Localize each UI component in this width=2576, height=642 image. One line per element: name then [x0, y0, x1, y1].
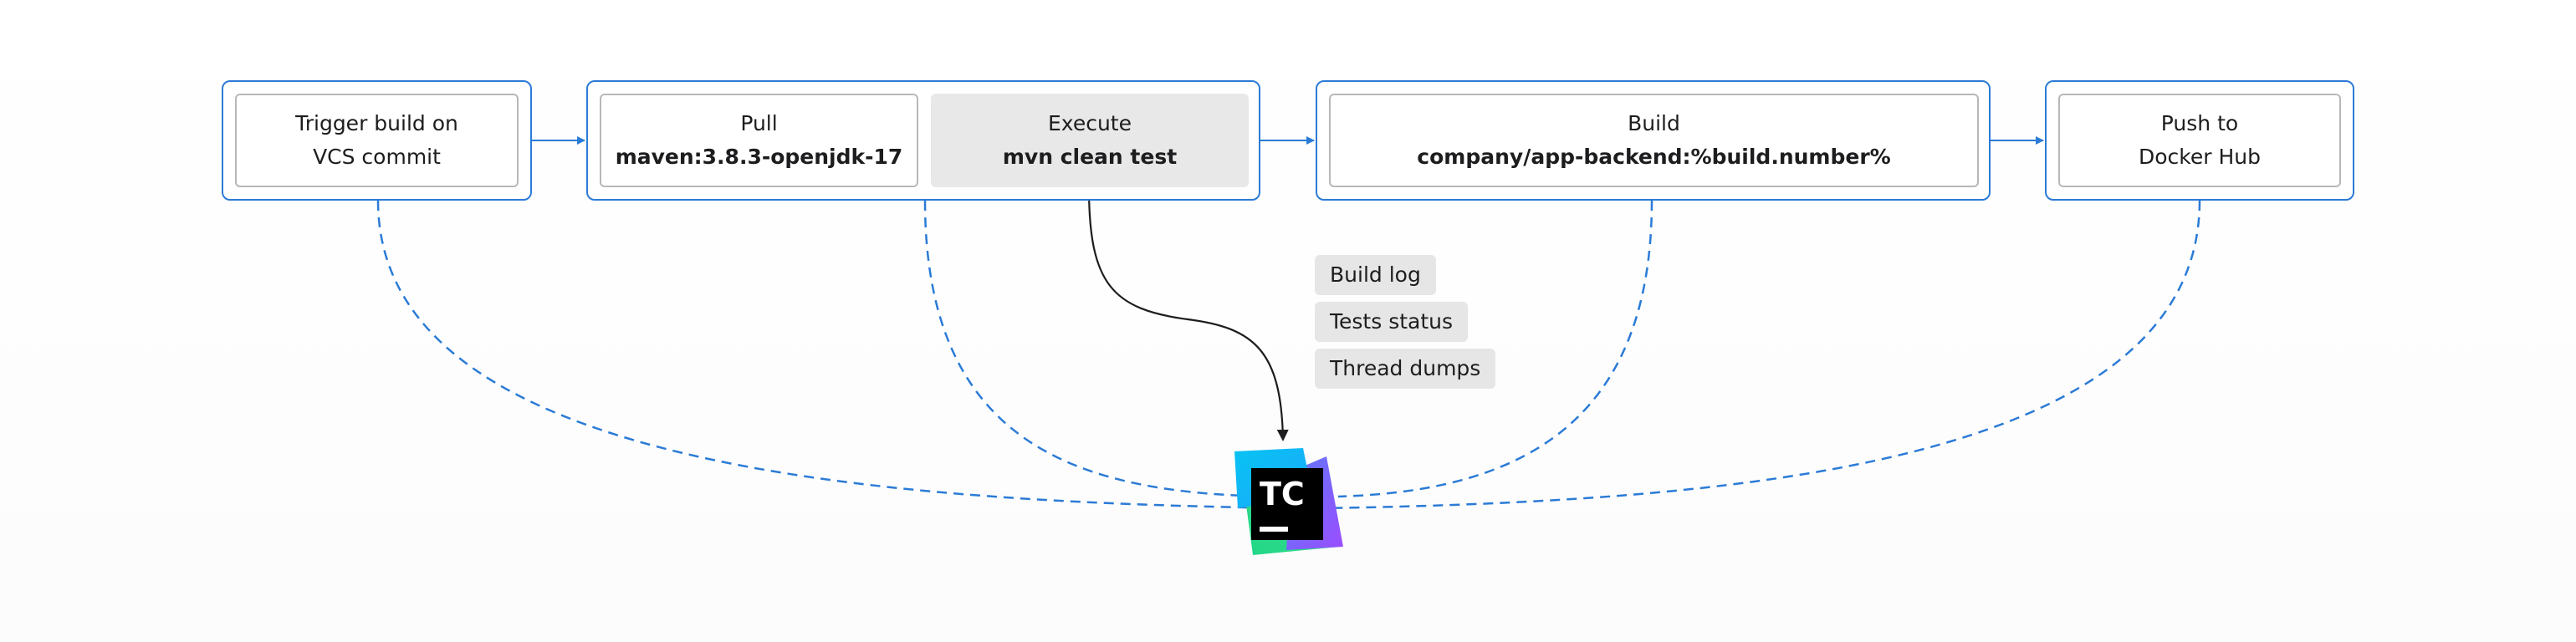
push-line1: Push to: [2160, 111, 2239, 135]
tag-thread-dumps: Thread dumps: [1315, 349, 1496, 389]
pull-title: Pull: [740, 111, 778, 135]
tag-tests-status: Tests status: [1315, 302, 1469, 342]
dashed-link-pull: [923, 200, 1272, 498]
push-group: Push to Docker Hub: [2045, 80, 2354, 201]
push-box: Push to Docker Hub: [2058, 94, 2341, 187]
teamcity-logo-icon: TC: [1234, 448, 1343, 555]
build-group: Build company/app-backend:%build.number%: [1316, 80, 1991, 201]
execute-command: mvn clean test: [1002, 145, 1178, 169]
execute-box: Execute mvn clean test: [931, 94, 1249, 187]
build-box: Build company/app-backend:%build.number%: [1329, 94, 1979, 187]
execute-to-teamcity-arrow: [1087, 186, 1289, 441]
logo-text: TC: [1260, 476, 1305, 512]
build-image-tag: company/app-backend:%build.number%: [1417, 145, 1891, 169]
trigger-line1: Trigger build on: [295, 111, 458, 135]
pull-image: maven:3.8.3-openjdk-17: [615, 145, 903, 169]
dashed-link-trigger: [376, 200, 1289, 510]
pull-box: Pull maven:3.8.3-openjdk-17: [600, 94, 918, 187]
dashed-link-build: [1337, 200, 1653, 498]
push-line2: Docker Hub: [2139, 145, 2261, 169]
pull-execute-group: Pull maven:3.8.3-openjdk-17 Execute mvn …: [586, 80, 1260, 201]
build-title: Build: [1628, 111, 1680, 135]
trigger-line2: VCS commit: [313, 145, 441, 169]
trigger-group: Trigger build on VCS commit: [222, 80, 532, 201]
trigger-box: Trigger build on VCS commit: [235, 94, 519, 187]
execute-title: Execute: [1048, 111, 1132, 135]
dashed-link-push: [1321, 200, 2201, 510]
tag-build-log: Build log: [1315, 255, 1436, 295]
